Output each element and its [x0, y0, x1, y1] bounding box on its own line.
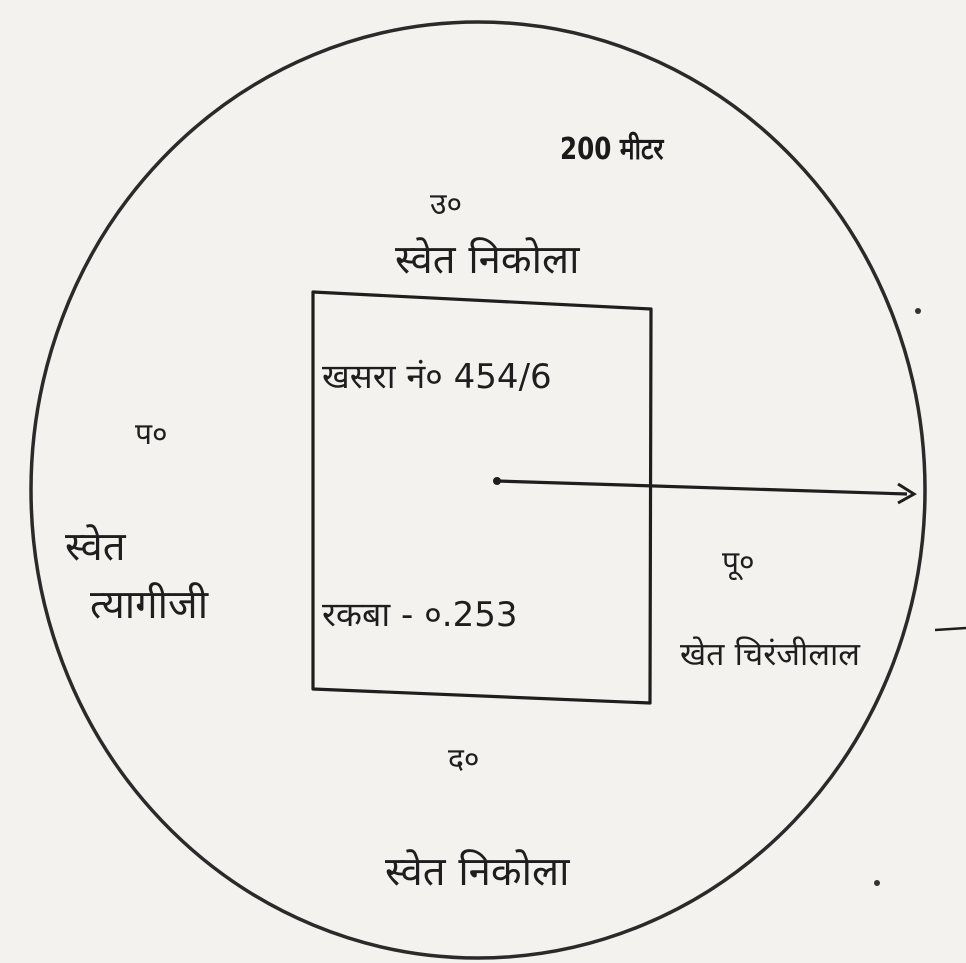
north-plot-label: स्वेत निकोला: [395, 237, 580, 283]
plot-area: रकबा - ०.253: [322, 595, 518, 635]
north-direction-label: उ०: [430, 187, 463, 222]
boundary-circle: [29, 20, 927, 960]
east-label-dash: [934, 626, 966, 632]
east-plot-label: खेत चिरंजीलाल: [680, 635, 860, 673]
west-plot-label-line2: त्यागीजी: [90, 582, 209, 628]
scale-label: 200 मीटर: [560, 132, 664, 167]
ink-speck: [915, 308, 921, 314]
plot-rectangle: [311, 290, 653, 705]
south-plot-label: स्वेत निकोला: [385, 849, 570, 895]
south-direction-label: द०: [448, 742, 480, 777]
ink-speck: [874, 880, 880, 886]
radius-arrow: [493, 477, 917, 505]
khasra-number: खसरा नं० 454/6: [322, 357, 552, 397]
west-plot-label-line1: स्वेत: [65, 524, 126, 570]
west-direction-label: प०: [135, 417, 168, 452]
east-direction-label: पू०: [722, 545, 755, 580]
